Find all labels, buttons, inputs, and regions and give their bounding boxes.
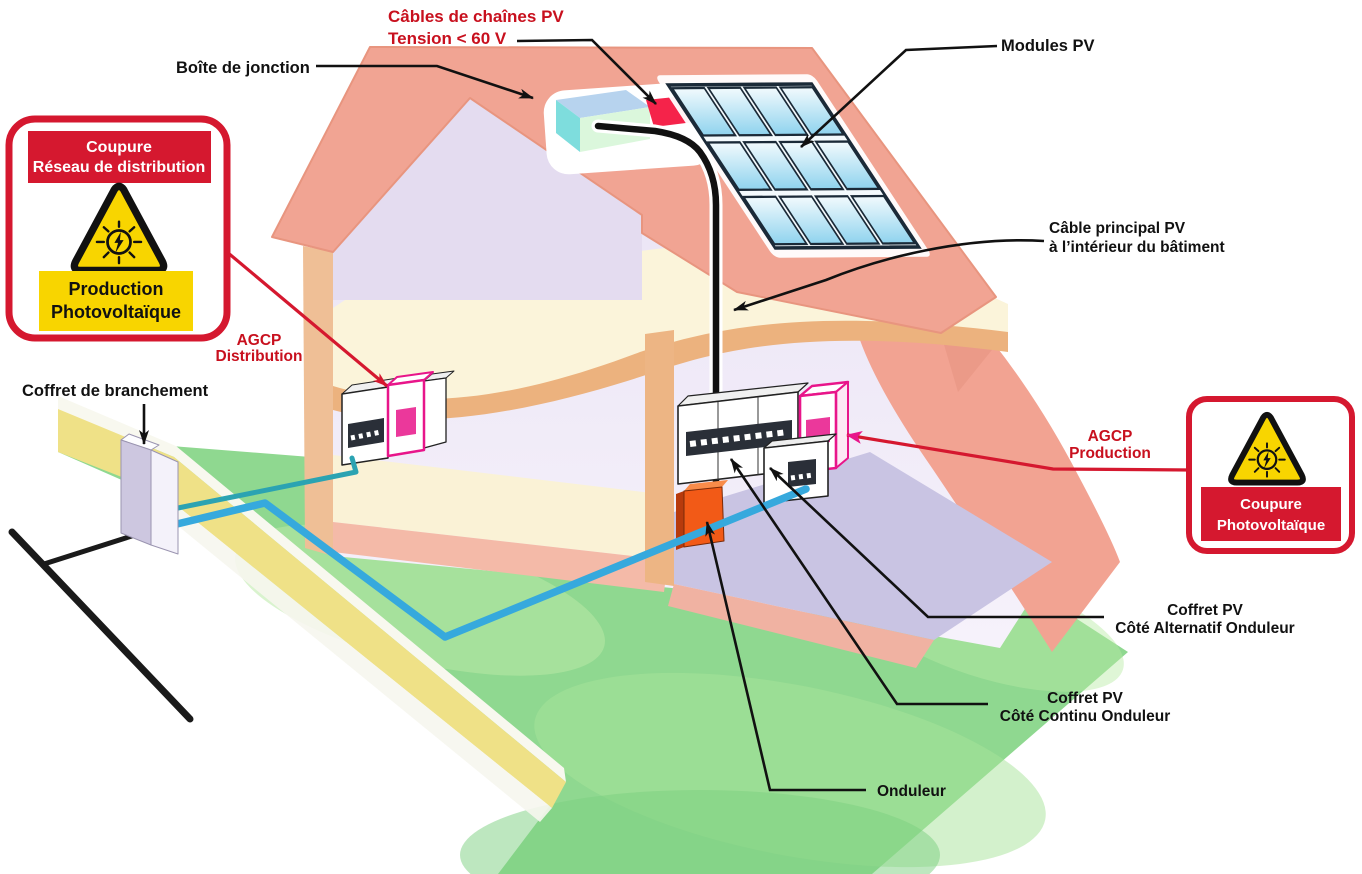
main-pv-cable <box>591 119 723 496</box>
grid-cutoff-header-text2: Réseau de distribution <box>33 159 205 176</box>
chain-cables-leader <box>516 38 657 105</box>
pv-cutoff-plate-text2: Photovoltaïque <box>1217 517 1325 534</box>
pv-cutoff-leader <box>846 431 1192 472</box>
service-box-label: Coffret de branchement <box>22 382 209 400</box>
center-cut-wall <box>645 330 674 586</box>
ac-cable <box>173 485 810 641</box>
gable-wall <box>333 98 642 300</box>
inverter-leader <box>705 521 866 792</box>
grid-cutoff-yellow-plate <box>39 271 193 331</box>
main-cable-label2: à l’intérieur du bâtiment <box>1049 239 1225 256</box>
ac-box-leader <box>769 467 1104 619</box>
dc-side-module <box>763 433 837 504</box>
main-cable-label: Câble principal PV <box>1049 220 1186 237</box>
agcp-distribution-label2: Distribution <box>216 348 303 365</box>
dc-box-leader <box>729 458 988 706</box>
leader-lines <box>139 38 1104 792</box>
agcp-production-label: AGCP <box>1088 428 1133 445</box>
agcp-production-label2: Production <box>1069 445 1151 462</box>
left-cut-wall <box>303 246 333 556</box>
upper-floor-cut-edge <box>333 320 1008 420</box>
chain-cables-label2: Tension < 60 V <box>388 29 507 48</box>
main-cable-leader <box>733 239 1045 312</box>
modules-leader <box>800 44 998 148</box>
chain-cables-label: Câbles de chaînes PV <box>388 7 564 26</box>
text-labels: Câbles de chaînes PV Tension < 60 V Boît… <box>22 7 1295 800</box>
modules-pv-label: Modules PV <box>1001 37 1095 55</box>
right-room-floor-edge <box>668 584 934 668</box>
pv-cutoff-badge: Coupure Photovoltaïque <box>1186 396 1355 554</box>
dc-box-label: Coffret PV <box>1047 690 1123 707</box>
distribution-cable <box>175 455 359 511</box>
grid-cutoff-header-text: Coupure <box>86 139 152 156</box>
grid-cutoff-leader <box>225 250 389 388</box>
junction-box-label: Boîte de jonction <box>176 59 310 77</box>
distribution-switchboard <box>341 370 455 466</box>
junction-box-leader <box>316 64 534 100</box>
pv-array <box>657 74 930 258</box>
right-exterior-wall <box>856 246 1120 652</box>
ac-box-label2: Côté Alternatif Onduleur <box>1115 620 1294 637</box>
grid-cutoff-plate-text2: Photovoltaïque <box>51 302 181 322</box>
pv-cutoff-plate <box>1201 487 1341 541</box>
grid-cutoff-header <box>28 131 211 183</box>
dc-box-label2: Côté Continu Onduleur <box>1000 708 1170 725</box>
inverter-label: Onduleur <box>877 783 946 800</box>
distribution-network-line <box>8 528 194 723</box>
agcp-distribution-label: AGCP <box>237 332 282 349</box>
agcp-distribution-module <box>386 371 434 458</box>
grid-cutoff-badge: Coupure Réseau de distribution Productio… <box>5 115 231 342</box>
lower-floor-cut-edge <box>333 522 668 592</box>
lower-floor-surface <box>333 455 668 560</box>
ac-box-label: Coffret PV <box>1167 602 1243 619</box>
service-connection-box <box>120 433 179 555</box>
grid-cutoff-plate-text: Production <box>69 279 164 299</box>
pv-cutoff-plate-text: Coupure <box>1240 496 1302 513</box>
pv-cells <box>670 86 917 246</box>
